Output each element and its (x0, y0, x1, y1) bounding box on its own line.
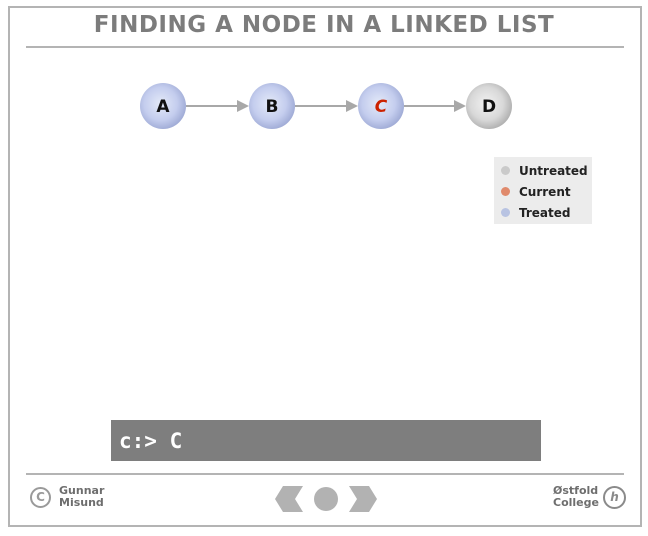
legend: Untreated Current Treated (494, 157, 592, 224)
college-name-line1: Østfold (553, 484, 599, 497)
current-dot-icon (501, 187, 510, 196)
chevron-right-icon[interactable] (349, 486, 377, 512)
top-divider (26, 46, 624, 48)
node-label: C (375, 97, 388, 117)
legend-label: Treated (519, 205, 571, 220)
author-last-name: Misund (59, 496, 104, 509)
arrowhead (346, 100, 358, 112)
college-name: Østfold College (553, 485, 599, 509)
legend-item-current: Current (501, 181, 592, 202)
untreated-dot-icon (501, 166, 510, 175)
arrowhead (454, 100, 466, 112)
legend-item-untreated: Untreated (501, 160, 592, 181)
page-title: FINDING A NODE IN A LINKED LIST (93, 12, 555, 38)
author-credit: C Gunnar Misund (30, 485, 104, 509)
list-node-d (466, 83, 512, 129)
circle-icon[interactable] (314, 487, 338, 511)
copyright-icon: C (30, 486, 51, 508)
legend-label: Current (519, 184, 571, 199)
college-credit: Østfold College h (553, 485, 626, 509)
chevron-left-icon[interactable] (275, 486, 303, 512)
node-label: B (266, 97, 279, 117)
list-node-b (249, 83, 295, 129)
arrowhead (237, 100, 249, 112)
console-output: c:> C (111, 420, 541, 461)
college-name-line2: College (553, 496, 599, 509)
author-first-name: Gunnar (59, 484, 105, 497)
bottom-divider (26, 473, 624, 475)
node-label: A (156, 97, 170, 117)
node-label: D (482, 97, 496, 117)
list-node-a (140, 83, 186, 129)
author-name: Gunnar Misund (59, 485, 104, 509)
legend-item-treated: Treated (501, 202, 592, 223)
list-node-c (358, 83, 404, 129)
college-logo-icon: h (602, 485, 626, 509)
treated-dot-icon (501, 208, 510, 217)
navigation-controls (275, 486, 377, 512)
legend-label: Untreated (519, 163, 588, 178)
